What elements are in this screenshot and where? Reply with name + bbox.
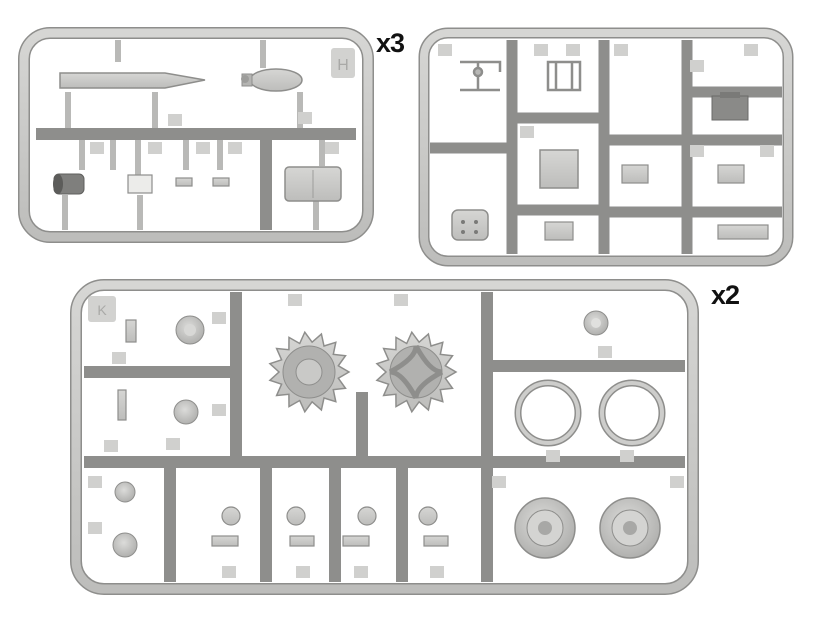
sprue-k-number-tabs	[88, 294, 684, 578]
svg-text:K: K	[97, 302, 107, 318]
sprue-k: K	[70, 279, 699, 595]
drive-sprocket-left	[268, 330, 351, 414]
sprue-h-quantity-label: x3	[376, 28, 405, 58]
tank-part	[241, 68, 303, 92]
armored-plate	[451, 209, 489, 241]
barrel-part	[59, 72, 206, 89]
sprue-small-parts	[418, 27, 794, 267]
drive-sprocket-right	[375, 330, 458, 414]
seat-frame	[546, 60, 582, 92]
instrument-box	[539, 149, 579, 189]
sprue-h-letter-tab: H	[331, 48, 355, 78]
sprue-h-gates	[62, 40, 325, 230]
svg-text:H: H	[337, 57, 349, 74]
sprue-h-number-tabs	[90, 112, 339, 154]
road-wheels	[514, 497, 661, 559]
idler-rings	[514, 379, 666, 447]
bracket-parts	[127, 174, 230, 194]
engine-block	[711, 92, 749, 121]
suspension-arms	[117, 319, 449, 547]
sprue-k-runners	[71, 280, 698, 594]
sprue-small-runners	[420, 29, 792, 265]
muzzle-part	[53, 173, 85, 195]
box-part	[284, 166, 342, 202]
sprue-h-runners	[19, 28, 373, 242]
small-gears	[112, 310, 609, 558]
sprue-k-quantity-label: x2	[711, 280, 740, 310]
vision-blocks	[544, 164, 769, 241]
sprue-h: H	[18, 27, 374, 243]
sprue-small-number-tabs	[438, 44, 774, 157]
frame-part	[460, 60, 502, 92]
sprue-k-letter-tab: K	[88, 296, 116, 322]
